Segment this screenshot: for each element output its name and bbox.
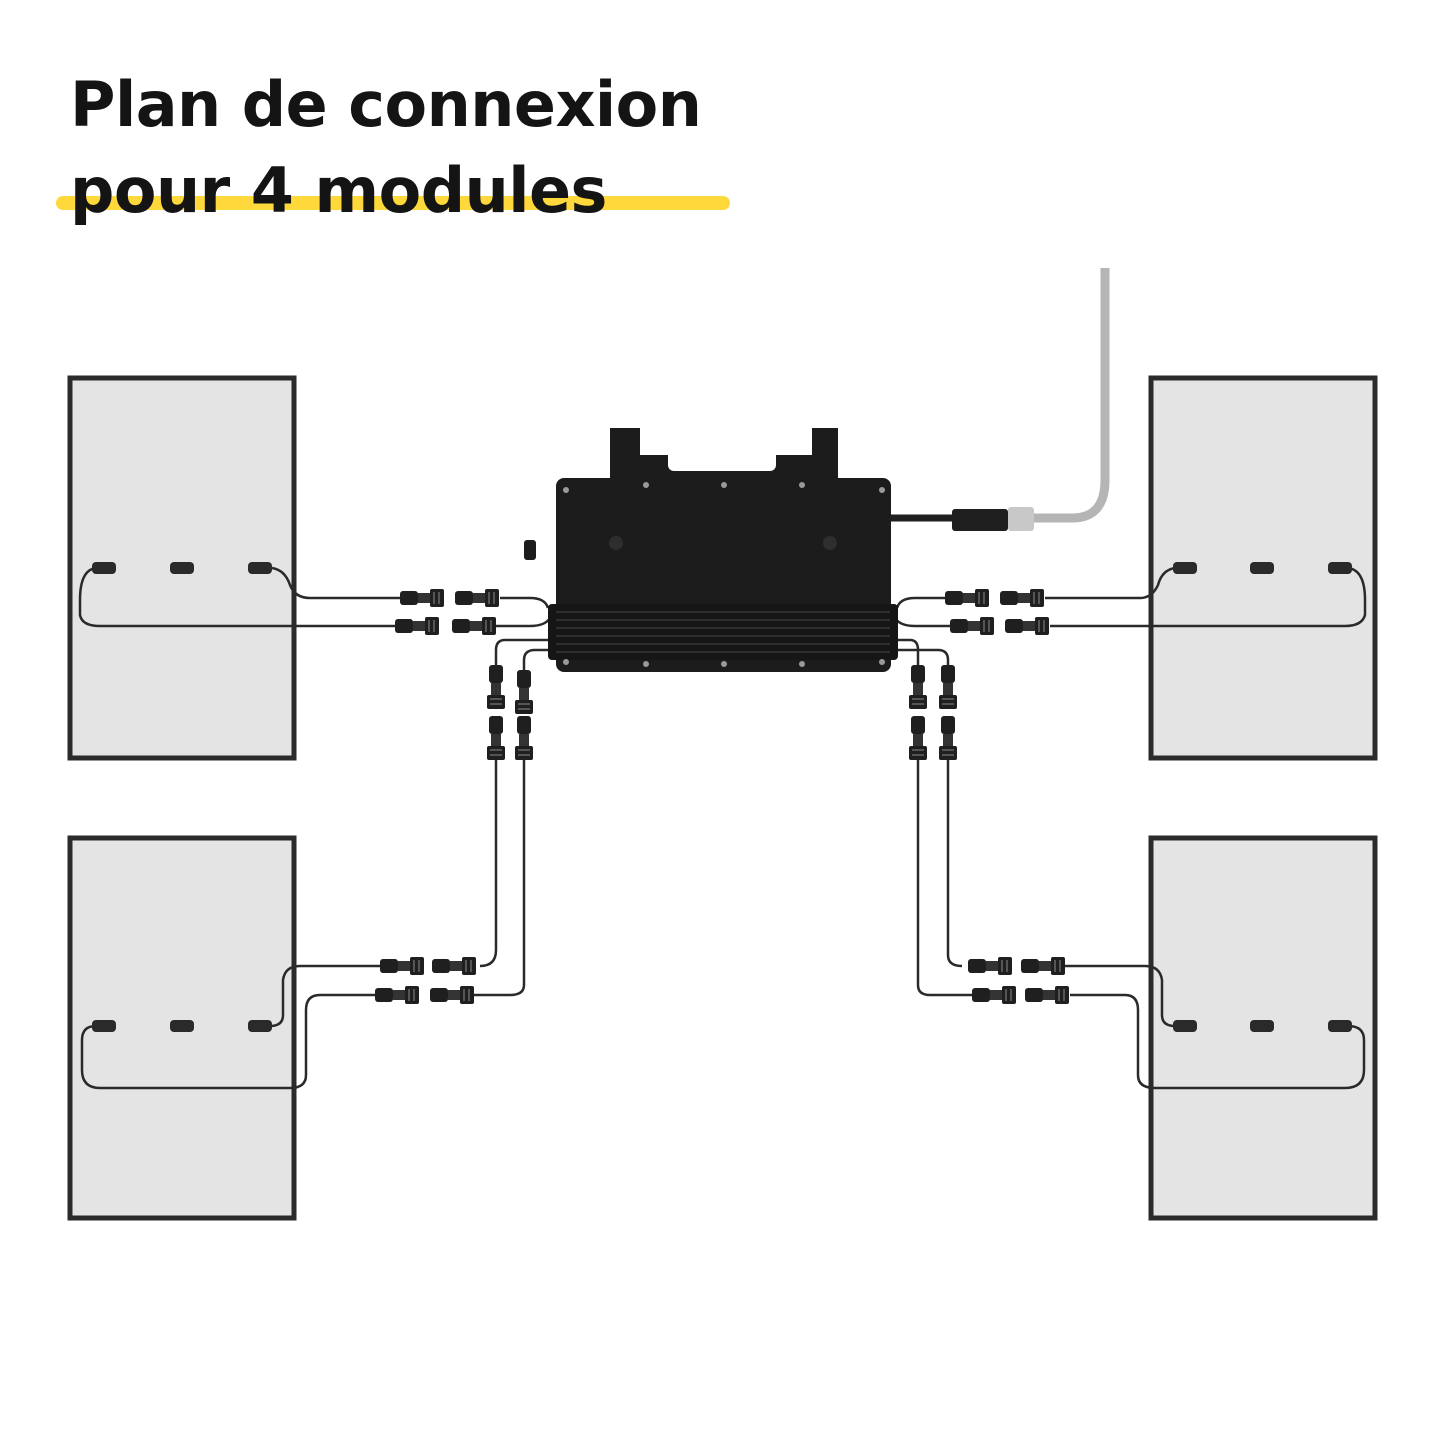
title-line-2: pour 4 modules: [70, 154, 607, 227]
dc-cables: [78, 566, 1367, 1090]
micro-inverter: [524, 428, 898, 672]
module-top-left: [67, 375, 297, 761]
ac-output-cable: [890, 268, 1110, 531]
title-highlight: [56, 196, 730, 210]
module-bottom-right: [1148, 835, 1378, 1221]
module-top-right: [1148, 375, 1378, 761]
title-line-1: Plan de connexion: [70, 68, 702, 141]
title-block: Plan de connexion pour 4 modules: [56, 62, 730, 234]
module-bottom-left: [67, 835, 297, 1221]
